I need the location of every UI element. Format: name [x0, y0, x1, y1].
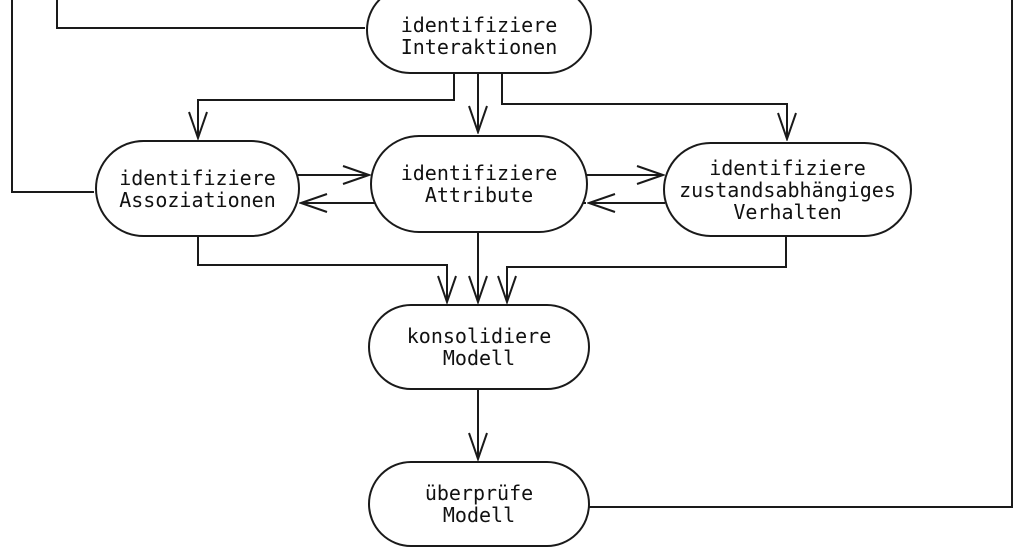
node-label-line: identifiziere	[400, 13, 558, 37]
edge-ueberpruefe-feedback-right	[589, 0, 1013, 508]
node-label-line: Interaktionen	[400, 35, 558, 59]
node-label-line: Assoziationen	[119, 187, 276, 212]
node-ueberpruefe-modell: überprüfe Modell	[368, 461, 590, 547]
node-label-line: konsolidiere	[406, 324, 552, 348]
node-label-line: identifiziere	[119, 165, 276, 190]
node-label-line: identifiziere	[709, 155, 866, 180]
edge-interaktionen-to-verhalten	[501, 73, 787, 139]
edge-assoziationen-to-konsolidiere	[197, 236, 447, 302]
node-label-line: Attribute	[424, 183, 534, 207]
node-label-line: zustandsabhängiges	[679, 177, 896, 202]
edge-feedback-to-assoziationen	[11, 0, 94, 193]
node-identifiziere-attribute: identifiziere Attribute	[370, 135, 588, 233]
edge-interaktionen-to-assoziationen	[198, 73, 455, 138]
node-label-line: identifiziere	[400, 161, 558, 185]
node-identifiziere-interaktionen: identifiziere Interaktionen	[366, 0, 592, 74]
node-label-line: überprüfe	[424, 481, 534, 505]
node-label-line: Modell	[442, 503, 516, 527]
edge-verhalten-to-konsolidiere	[507, 236, 787, 302]
node-konsolidiere-modell: konsolidiere Modell	[368, 304, 590, 390]
node-label-line: Modell	[442, 346, 516, 370]
node-identifiziere-zustandsabhaengiges-verhalten: identifiziere zustandsabhängiges Verhalt…	[663, 142, 912, 237]
node-label-line: Verhalten	[733, 199, 842, 224]
node-identifiziere-assoziationen: identifiziere Assoziationen	[95, 140, 300, 237]
edge-feedback-to-interaktionen	[56, 0, 365, 29]
